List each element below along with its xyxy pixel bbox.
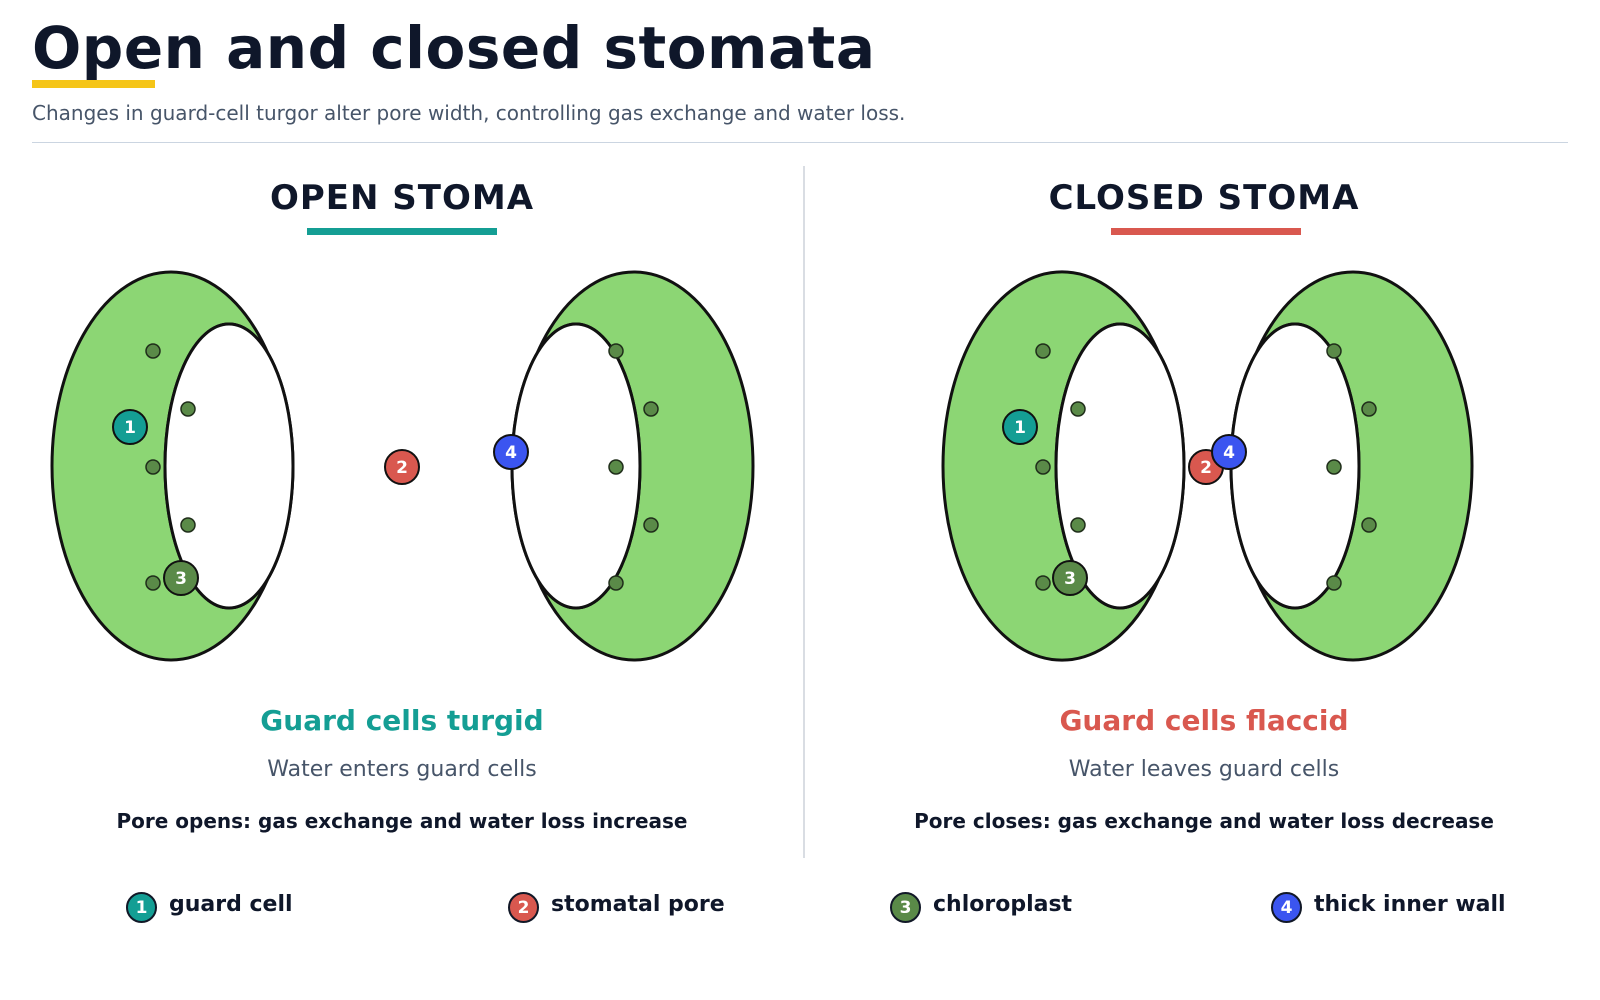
open-stoma-heading: OPEN STOMA [269, 178, 535, 218]
chloroplast-dot [608, 343, 624, 359]
chloroplast-dot [1326, 343, 1342, 359]
chloroplast-dot [643, 401, 659, 417]
closed-stoma-heading-bar [1111, 228, 1301, 235]
open-state-subtitle: Water enters guard cells [267, 757, 537, 782]
svg-text:2: 2 [1200, 458, 1212, 478]
title-underline [32, 80, 155, 88]
chloroplast-dot [1326, 575, 1342, 591]
chloroplast-dot [1361, 517, 1377, 533]
chloroplast-dot [1035, 575, 1051, 591]
chloroplast-dot [1035, 343, 1051, 359]
svg-text:3: 3 [1064, 569, 1076, 589]
chloroplast-dot [145, 575, 161, 591]
chloroplast-dot [1070, 401, 1086, 417]
chloroplast-dot [643, 517, 659, 533]
legend-label: thick inner wall [1314, 892, 1506, 917]
page-title: Open and closed stomata [32, 14, 876, 82]
open-callout-guard-cell: 1 [112, 409, 148, 445]
closed-callout-thick-inner-wall: 4 [1211, 434, 1247, 470]
svg-text:3: 3 [175, 569, 187, 589]
page-subtitle: Changes in guard-cell turgor alter pore … [32, 101, 906, 125]
legend-label: guard cell [169, 892, 293, 917]
closed-left-inner-wall [1054, 322, 1186, 610]
chloroplast-dot [145, 459, 161, 475]
open-right-chloroplasts [608, 343, 659, 591]
chloroplast-dot [1326, 459, 1342, 475]
legend-item-thick-inner-wall: 4 thick inner wall [1271, 892, 1506, 923]
legend-badge: 1 [126, 892, 157, 923]
open-left-inner-wall [163, 322, 295, 610]
open-callout-stomatal-pore: 2 [384, 449, 420, 485]
chloroplast-dot [180, 517, 196, 533]
chloroplast-dot [1035, 459, 1051, 475]
svg-text:4: 4 [1223, 443, 1235, 463]
closed-state-title: Guard cells flaccid [1059, 704, 1349, 737]
closed-callout-guard-cell: 1 [1002, 409, 1038, 445]
chloroplast-dot [608, 459, 624, 475]
legend-badge: 4 [1271, 892, 1302, 923]
open-callout-thick-inner-wall: 4 [493, 434, 529, 470]
chloroplast-dot [608, 575, 624, 591]
legend-label: chloroplast [933, 892, 1073, 917]
legend-badge: 2 [508, 892, 539, 923]
legend-badge: 3 [890, 892, 921, 923]
open-stoma: 1 2 3 4 [50, 270, 755, 662]
closed-state-note: Pore closes: gas exchange and water loss… [914, 809, 1494, 833]
chloroplast-dot [1070, 517, 1086, 533]
chloroplast-dot [145, 343, 161, 359]
open-stoma-heading-bar [307, 228, 497, 235]
header-divider [32, 142, 1568, 143]
open-state-note: Pore opens: gas exchange and water loss … [116, 809, 688, 833]
chloroplast-dot [1361, 401, 1377, 417]
closed-stoma: 1 2 3 4 [941, 270, 1474, 662]
open-left-chloroplasts [145, 343, 196, 591]
closed-state-subtitle: Water leaves guard cells [1068, 757, 1340, 782]
legend-item-chloroplast: 3 chloroplast [890, 892, 1072, 923]
legend-item-stomatal-pore: 2 stomatal pore [508, 892, 725, 923]
legend-item-guard-cell: 1 guard cell [126, 892, 293, 923]
svg-text:4: 4 [505, 443, 517, 463]
closed-callout-chloroplast: 3 [1052, 560, 1088, 596]
chloroplast-dot [180, 401, 196, 417]
closed-stoma-heading: CLOSED STOMA [1048, 178, 1360, 218]
svg-text:2: 2 [396, 458, 408, 478]
closed-left-chloroplasts [1035, 343, 1086, 591]
legend-label: stomatal pore [551, 892, 725, 917]
open-state-title: Guard cells turgid [260, 704, 544, 737]
svg-text:1: 1 [1014, 418, 1026, 438]
svg-text:1: 1 [124, 418, 136, 438]
open-callout-chloroplast: 3 [163, 560, 199, 596]
panel-divider [803, 166, 805, 858]
closed-right-chloroplasts [1326, 343, 1377, 591]
